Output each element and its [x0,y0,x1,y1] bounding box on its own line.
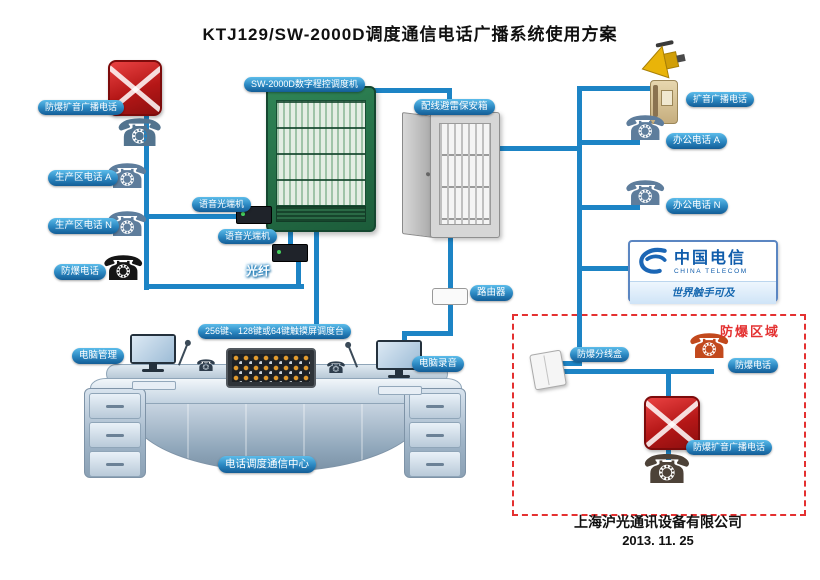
connector-line [582,140,640,145]
protection-cabinet [430,112,500,238]
connector-line [148,214,270,219]
label-pc-record: 电脑录音 [412,356,465,372]
connector-line [372,88,452,93]
keyboard [378,386,422,395]
china-telecom-slogan: 世界触手可及 [630,281,776,304]
connector-line [577,86,582,366]
console-keys [232,354,310,382]
label-pc-manage: 电脑管理 [72,348,125,364]
connector-line [498,146,580,151]
phone-icon: ☎ [688,327,731,367]
label-voice-optical-b: 语音光端机 [218,229,278,244]
drawer [409,393,461,419]
label-protection-box: 配线避雷保安箱 [414,99,495,115]
china-telecom-logo-icon [638,246,668,279]
label-ex-phone-left: 防爆电话 [54,264,107,280]
page-title: KTJ129/SW-2000D调度通信电话广播系统使用方案 [202,25,618,44]
dispatcher-cabinet [266,86,376,232]
phone-icon: ☎ [102,249,145,289]
router-box [432,288,468,305]
drawer [409,422,461,448]
connector-line [582,266,630,271]
connector-line [552,361,582,366]
connector-line [144,284,304,289]
label-touch-console: 256键、128键或64键触摸屏调度台 [198,324,352,339]
label-ex-junction-box: 防爆分线盒 [570,347,630,362]
microphone-icon [177,344,189,366]
monitor-management-pc [130,334,176,372]
phone-icon: ☎ [624,174,667,214]
label-router: 路由器 [470,285,513,301]
label-ex-broadcast-phone-left: 防爆扩音广播电话 [38,100,125,115]
china-telecom-card: 中国电信 CHINA TELECOM 世界触手可及 [628,240,778,304]
card-rack [276,100,366,206]
drawer [409,451,461,477]
connector-line [314,228,319,330]
connector-line [582,86,652,91]
connector-line [666,446,671,460]
console-left-pedestal [84,388,146,478]
phone-icon: ☎ [642,447,692,493]
connector-line [448,236,453,290]
label-office-phone-a: 办公电话 A [666,133,727,149]
connector-line [582,205,640,210]
console-right-pedestal [404,388,466,478]
label-voice-optical-a: 语音光端机 [192,197,252,212]
drawer [89,422,141,448]
phone-icon: ☎ [196,356,216,375]
label-ex-phone-zone: 防爆电话 [728,358,779,373]
wall-phone-icon [650,80,678,124]
ex-zone-border [512,314,806,516]
label-office-phone-n: 办公电话 N [666,198,728,214]
phone-icon: ☎ [326,358,346,377]
label-dispatch-center: 电话调度通信中心 [218,456,316,473]
protection-cabinet-panel [439,123,491,225]
cabinet-vent [276,206,366,222]
drawer [89,451,141,477]
phone-icon: ☎ [624,109,667,149]
connector-line [448,302,453,334]
connector-line [402,331,453,336]
label-dispatcher: SW-2000D数字程控调度机 [244,77,365,92]
keyboard [132,381,176,390]
horn-speaker-icon [635,35,696,94]
phone-icon: ☎ [116,111,164,155]
label-production-phone-n: 生产区电话 N [48,218,120,234]
connector-line [288,228,293,250]
ex-zone-label: 防爆区域 [720,324,781,339]
date-text: 2013. 11. 25 [622,533,694,548]
voice-optical-transceiver [272,244,308,262]
fiber-label: 光纤 [246,264,271,278]
connector-line [666,372,671,400]
ex-junction-box [529,349,567,391]
label-production-phone-a: 生产区电话 A [48,170,119,186]
connector-line [564,369,714,374]
label-pa-phone: 扩音广播电话 [686,92,755,107]
company-name: 上海沪光通讯设备有限公司 [574,514,742,530]
drawer [89,393,141,419]
monitor-screen [132,336,174,362]
china-telecom-name-en: CHINA TELECOM [674,267,748,275]
label-ex-broadcast-phone-zone: 防爆扩音广播电话 [686,440,773,455]
connector-line [296,250,301,289]
dispatch-touch-console [226,348,316,388]
china-telecom-name: 中国电信 [674,250,747,268]
connector-line [144,108,149,290]
